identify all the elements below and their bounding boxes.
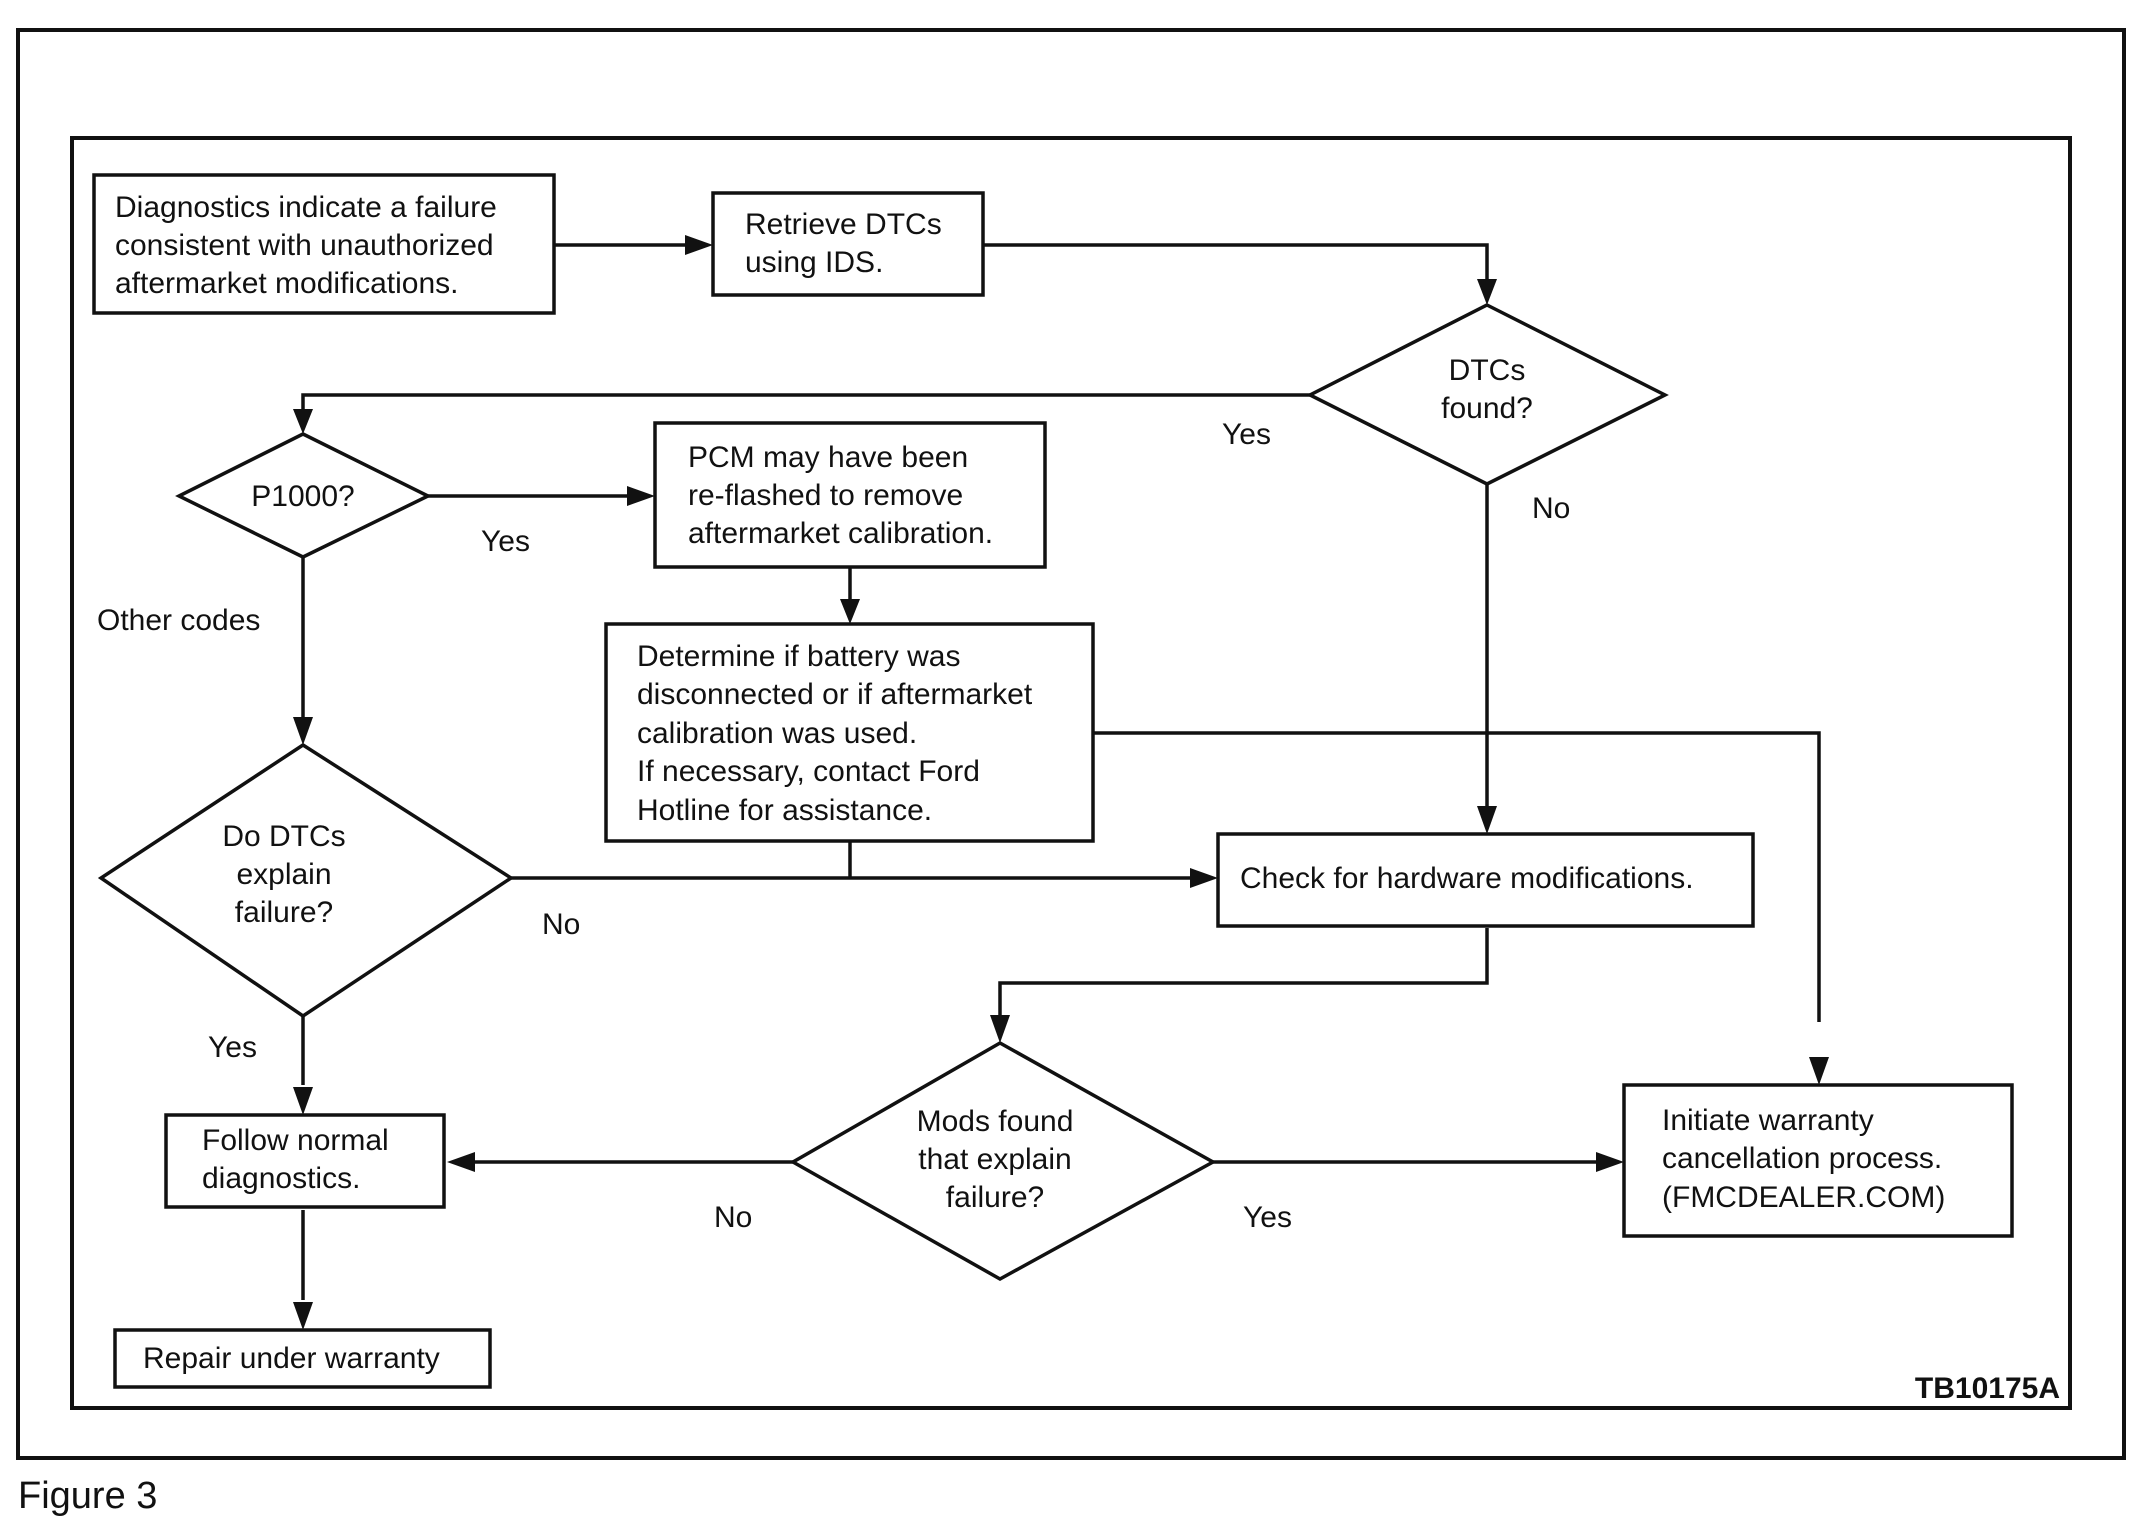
- pcm-box: [653, 421, 1047, 569]
- edge-determine-to-initiate: [1093, 731, 1821, 1022]
- edge-label-mods-no: No: [714, 1201, 752, 1234]
- node-initiate: Initiate warranty cancellation process. …: [1622, 1083, 2014, 1238]
- arrow-to-determine: [840, 599, 860, 624]
- p1000-diamond: [175, 432, 432, 559]
- do-dtcs-text-line: Do DTCs: [222, 820, 345, 853]
- edge-label-p1000-yes: Yes: [481, 525, 530, 558]
- follow-box: [164, 1113, 446, 1209]
- determine-text-line: If necessary, contact Ford: [637, 755, 980, 788]
- start-box: [92, 173, 556, 315]
- start-text-line: Diagnostics indicate a failure: [115, 191, 497, 224]
- node-check-hw: Check for hardware modifications.: [1216, 832, 1755, 928]
- node-determine: Determine if battery was disconnected or…: [604, 622, 1095, 843]
- edge-label-do-dtcs-yes: Yes: [208, 1031, 257, 1064]
- check-hw-box: [1216, 832, 1755, 928]
- outer-frame: [16, 28, 2126, 1460]
- arrow-to-dtcs-found: [1477, 279, 1497, 305]
- do-dtcs-text-line: failure?: [235, 896, 333, 929]
- node-retrieve: Retrieve DTCs using IDS.: [711, 191, 985, 297]
- do-dtcs-diamond: [97, 742, 515, 1019]
- determine-text-line: Determine if battery was: [637, 640, 960, 673]
- edge-label-dtcs-yes: Yes: [1222, 418, 1271, 451]
- arrow-to-pcm: [627, 486, 655, 506]
- pcm-text-line: re-flashed to remove: [688, 479, 963, 512]
- arrow-to-check-from-dtcs: [1477, 806, 1497, 834]
- arrow-to-check-from-do-dtcs: [1190, 868, 1218, 888]
- edge-check-to-mods: [998, 928, 1489, 1017]
- arrow-to-initiate-from-mods: [1596, 1152, 1624, 1172]
- initiate-text-line: cancellation process.: [1662, 1142, 1942, 1175]
- mods-diamond: [789, 1040, 1217, 1282]
- mods-text-line: that explain: [918, 1143, 1071, 1176]
- edge-label-do-dtcs-no: No: [542, 908, 580, 941]
- arrow-to-do-dtcs: [293, 717, 313, 745]
- do-dtcs-text-line: explain: [236, 858, 331, 891]
- arrow-to-mods: [990, 1015, 1010, 1043]
- dtcs-found-text-line: found?: [1441, 392, 1533, 425]
- connectors: [301, 243, 1821, 1300]
- node-do-dtcs: Do DTCs explain failure?: [97, 742, 515, 1019]
- follow-text-line: diagnostics.: [202, 1162, 360, 1195]
- arrow-to-follow-from-do-dtcs: [293, 1087, 313, 1115]
- node-pcm: PCM may have been re-flashed to remove a…: [653, 421, 1047, 569]
- node-start: Diagnostics indicate a failure consisten…: [92, 173, 556, 315]
- arrow-to-retrieve: [685, 235, 713, 255]
- arrow-to-repair: [293, 1302, 313, 1330]
- node-p1000: P1000?: [175, 432, 432, 559]
- p1000-text-line: P1000?: [251, 480, 354, 513]
- retrieve-text-line: using IDS.: [745, 246, 883, 279]
- edge-label-mods-yes: Yes: [1243, 1201, 1292, 1234]
- determine-text-line: disconnected or if aftermarket: [637, 678, 1033, 711]
- node-repair: Repair under warranty: [113, 1328, 492, 1389]
- start-text-line: aftermarket modifications.: [115, 267, 458, 300]
- initiate-box: [1622, 1083, 2014, 1238]
- node-mods: Mods found that explain failure?: [789, 1040, 1217, 1282]
- edge-retrieve-to-dtcs-found: [984, 243, 1489, 285]
- node-dtcs-found: DTCs found?: [1306, 303, 1669, 486]
- retrieve-box: [711, 191, 985, 297]
- repair-box: [113, 1328, 492, 1389]
- start-text-line: consistent with unauthorized: [115, 229, 494, 262]
- mods-text-line: failure?: [946, 1181, 1044, 1214]
- edge-label-dtcs-no: No: [1532, 492, 1570, 525]
- arrow-to-p1000: [293, 409, 313, 434]
- arrow-to-initiate: [1809, 1057, 1829, 1085]
- dtcs-found-text-line: DTCs: [1449, 354, 1526, 387]
- initiate-text-line: Initiate warranty: [1662, 1104, 1874, 1137]
- arrow-to-follow-from-mods: [447, 1152, 475, 1172]
- edge-labels: Yes No Yes Other codes No Yes No Yes: [97, 418, 1570, 1234]
- pcm-text-line: aftermarket calibration.: [688, 517, 993, 550]
- determine-box: [604, 622, 1095, 843]
- check-hw-text-line: Check for hardware modifications.: [1240, 862, 1694, 895]
- repair-text-line: Repair under warranty: [143, 1342, 440, 1375]
- follow-text-line: Follow normal: [202, 1124, 389, 1157]
- node-follow: Follow normal diagnostics.: [164, 1113, 446, 1209]
- arrowheads: [293, 235, 1829, 1330]
- mods-text-line: Mods found: [917, 1105, 1074, 1138]
- pcm-text-line: PCM may have been: [688, 441, 968, 474]
- edge-label-p1000-other: Other codes: [97, 604, 260, 637]
- inner-frame: [70, 136, 2072, 1410]
- figure-code: TB10175A: [1915, 1372, 2060, 1405]
- dtcs-found-diamond: [1306, 303, 1669, 486]
- determine-text-line: Hotline for assistance.: [637, 794, 932, 827]
- retrieve-text-line: Retrieve DTCs: [745, 208, 942, 241]
- figure-caption: Figure 3: [18, 1475, 157, 1517]
- determine-text-line: calibration was used.: [637, 717, 917, 750]
- initiate-text-line: (FMCDEALER.COM): [1662, 1181, 1945, 1214]
- edge-dtcs-found-yes: [301, 393, 1314, 415]
